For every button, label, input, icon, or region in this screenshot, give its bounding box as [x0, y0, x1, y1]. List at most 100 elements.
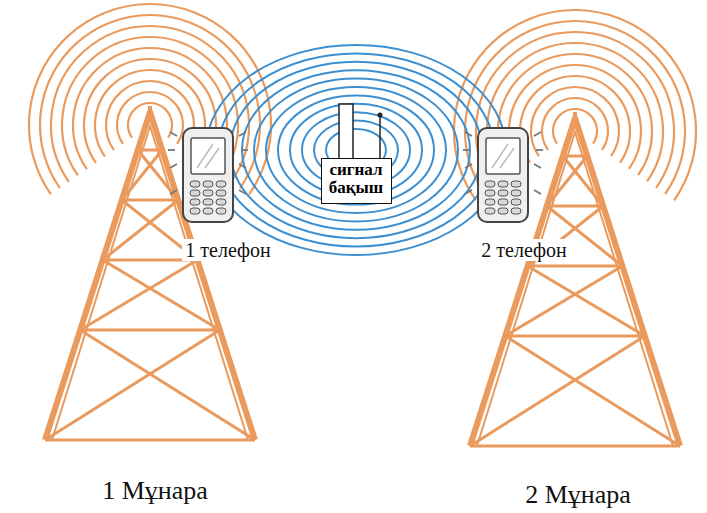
tower-leg: [470, 118, 680, 446]
phone-key: [511, 199, 521, 205]
phones: [168, 128, 543, 222]
phone-icon: [463, 128, 543, 222]
tower-leg: [45, 112, 255, 440]
tracker-antenna-tip: [378, 113, 383, 118]
tracker-pole: [339, 104, 353, 160]
vibration-mark: [534, 164, 541, 168]
tower: [45, 106, 255, 440]
tracker-wave: [230, 62, 482, 238]
signal-wave: [62, 37, 238, 175]
phone-icon: [168, 128, 248, 222]
tower-brace: [563, 155, 587, 158]
phone-key: [498, 208, 508, 214]
tracker-wave: [242, 70, 470, 230]
signal-wave: [51, 26, 249, 182]
vibration-mark: [168, 149, 175, 151]
tracker-wave: [254, 79, 458, 222]
phone-key: [498, 199, 508, 205]
tower-brace: [528, 266, 645, 336]
tracker-wave: [290, 104, 422, 196]
vibration-mark: [534, 132, 541, 136]
vibration-mark: [465, 132, 472, 136]
tower-brace: [505, 266, 622, 336]
tower-brace: [80, 260, 197, 330]
vibration-mark: [536, 149, 543, 151]
phone-key: [190, 190, 200, 196]
tower-brace: [122, 199, 178, 202]
phone-screen: [486, 138, 520, 174]
vibration-mark: [465, 164, 472, 168]
tracker-antenna-line: [379, 116, 381, 160]
phone-key: [190, 208, 200, 214]
phone-key: [511, 190, 521, 196]
tower: [470, 112, 680, 446]
vibration-mark: [534, 190, 541, 194]
tower-brace: [505, 335, 645, 338]
vibration-mark: [239, 190, 246, 194]
tracker-wave: [266, 87, 446, 213]
signal-wave: [487, 43, 663, 181]
phone-key: [498, 181, 508, 187]
phone-key: [203, 199, 213, 205]
tower-brace: [505, 336, 680, 446]
vibration-mark: [241, 149, 248, 151]
vibration-mark: [170, 132, 177, 136]
tower-brace: [103, 200, 179, 260]
phone-key: [203, 208, 213, 214]
phone-body: [478, 128, 528, 222]
tower-mast: [573, 112, 577, 118]
phone-body: [183, 128, 233, 222]
phone-key: [190, 199, 200, 205]
tower-label: 2 Мұнара: [522, 481, 634, 510]
phone-glare: [492, 144, 514, 168]
tower-brace: [138, 149, 162, 152]
signal-wave: [465, 21, 685, 194]
tracker-wave: [206, 45, 506, 255]
tower-brace: [547, 156, 587, 206]
phone-key: [216, 190, 226, 196]
phone-key: [203, 181, 213, 187]
signal-wave: [476, 32, 674, 188]
node-text: сигнал бақыш: [329, 161, 383, 197]
tower-brace: [122, 150, 162, 200]
phone-key: [203, 190, 213, 196]
phone-key: [485, 181, 495, 187]
vibration-mark: [170, 190, 177, 194]
phone-key: [216, 199, 226, 205]
tracker-waves: [206, 45, 506, 255]
tower-brace: [103, 260, 220, 330]
tower-brace: [470, 445, 680, 448]
phone-key: [511, 208, 521, 214]
vibration-mark: [170, 164, 177, 168]
phone-key: [485, 199, 495, 205]
phone-key: [190, 181, 200, 187]
phone-key: [216, 181, 226, 187]
phone-glare: [197, 144, 219, 168]
vibration-mark: [465, 190, 472, 194]
phone-key: [498, 190, 508, 196]
tracker-antenna: [339, 104, 383, 160]
tower-brace: [45, 330, 220, 440]
phone-key: [511, 181, 521, 187]
tower-brace: [547, 205, 603, 208]
tracker-wave: [218, 53, 494, 246]
phone-key: [485, 208, 495, 214]
phone-label: 2 телефон: [478, 239, 569, 261]
vibration-mark: [239, 132, 246, 136]
tower-leg-inner: [52, 126, 248, 440]
vibration-mark: [239, 164, 246, 168]
tower-brace: [45, 439, 255, 442]
tower-brace: [80, 329, 220, 332]
phone-label: 1 телефон: [182, 239, 273, 261]
vibration-mark: [463, 149, 470, 151]
tower-mast: [148, 106, 152, 112]
phone-screen: [191, 138, 225, 174]
signal-tracker-box: сигнал бақыш: [321, 158, 392, 204]
phone-key: [216, 208, 226, 214]
tower-brace: [470, 336, 645, 446]
tower-brace: [528, 265, 623, 268]
tower-brace: [80, 330, 255, 440]
